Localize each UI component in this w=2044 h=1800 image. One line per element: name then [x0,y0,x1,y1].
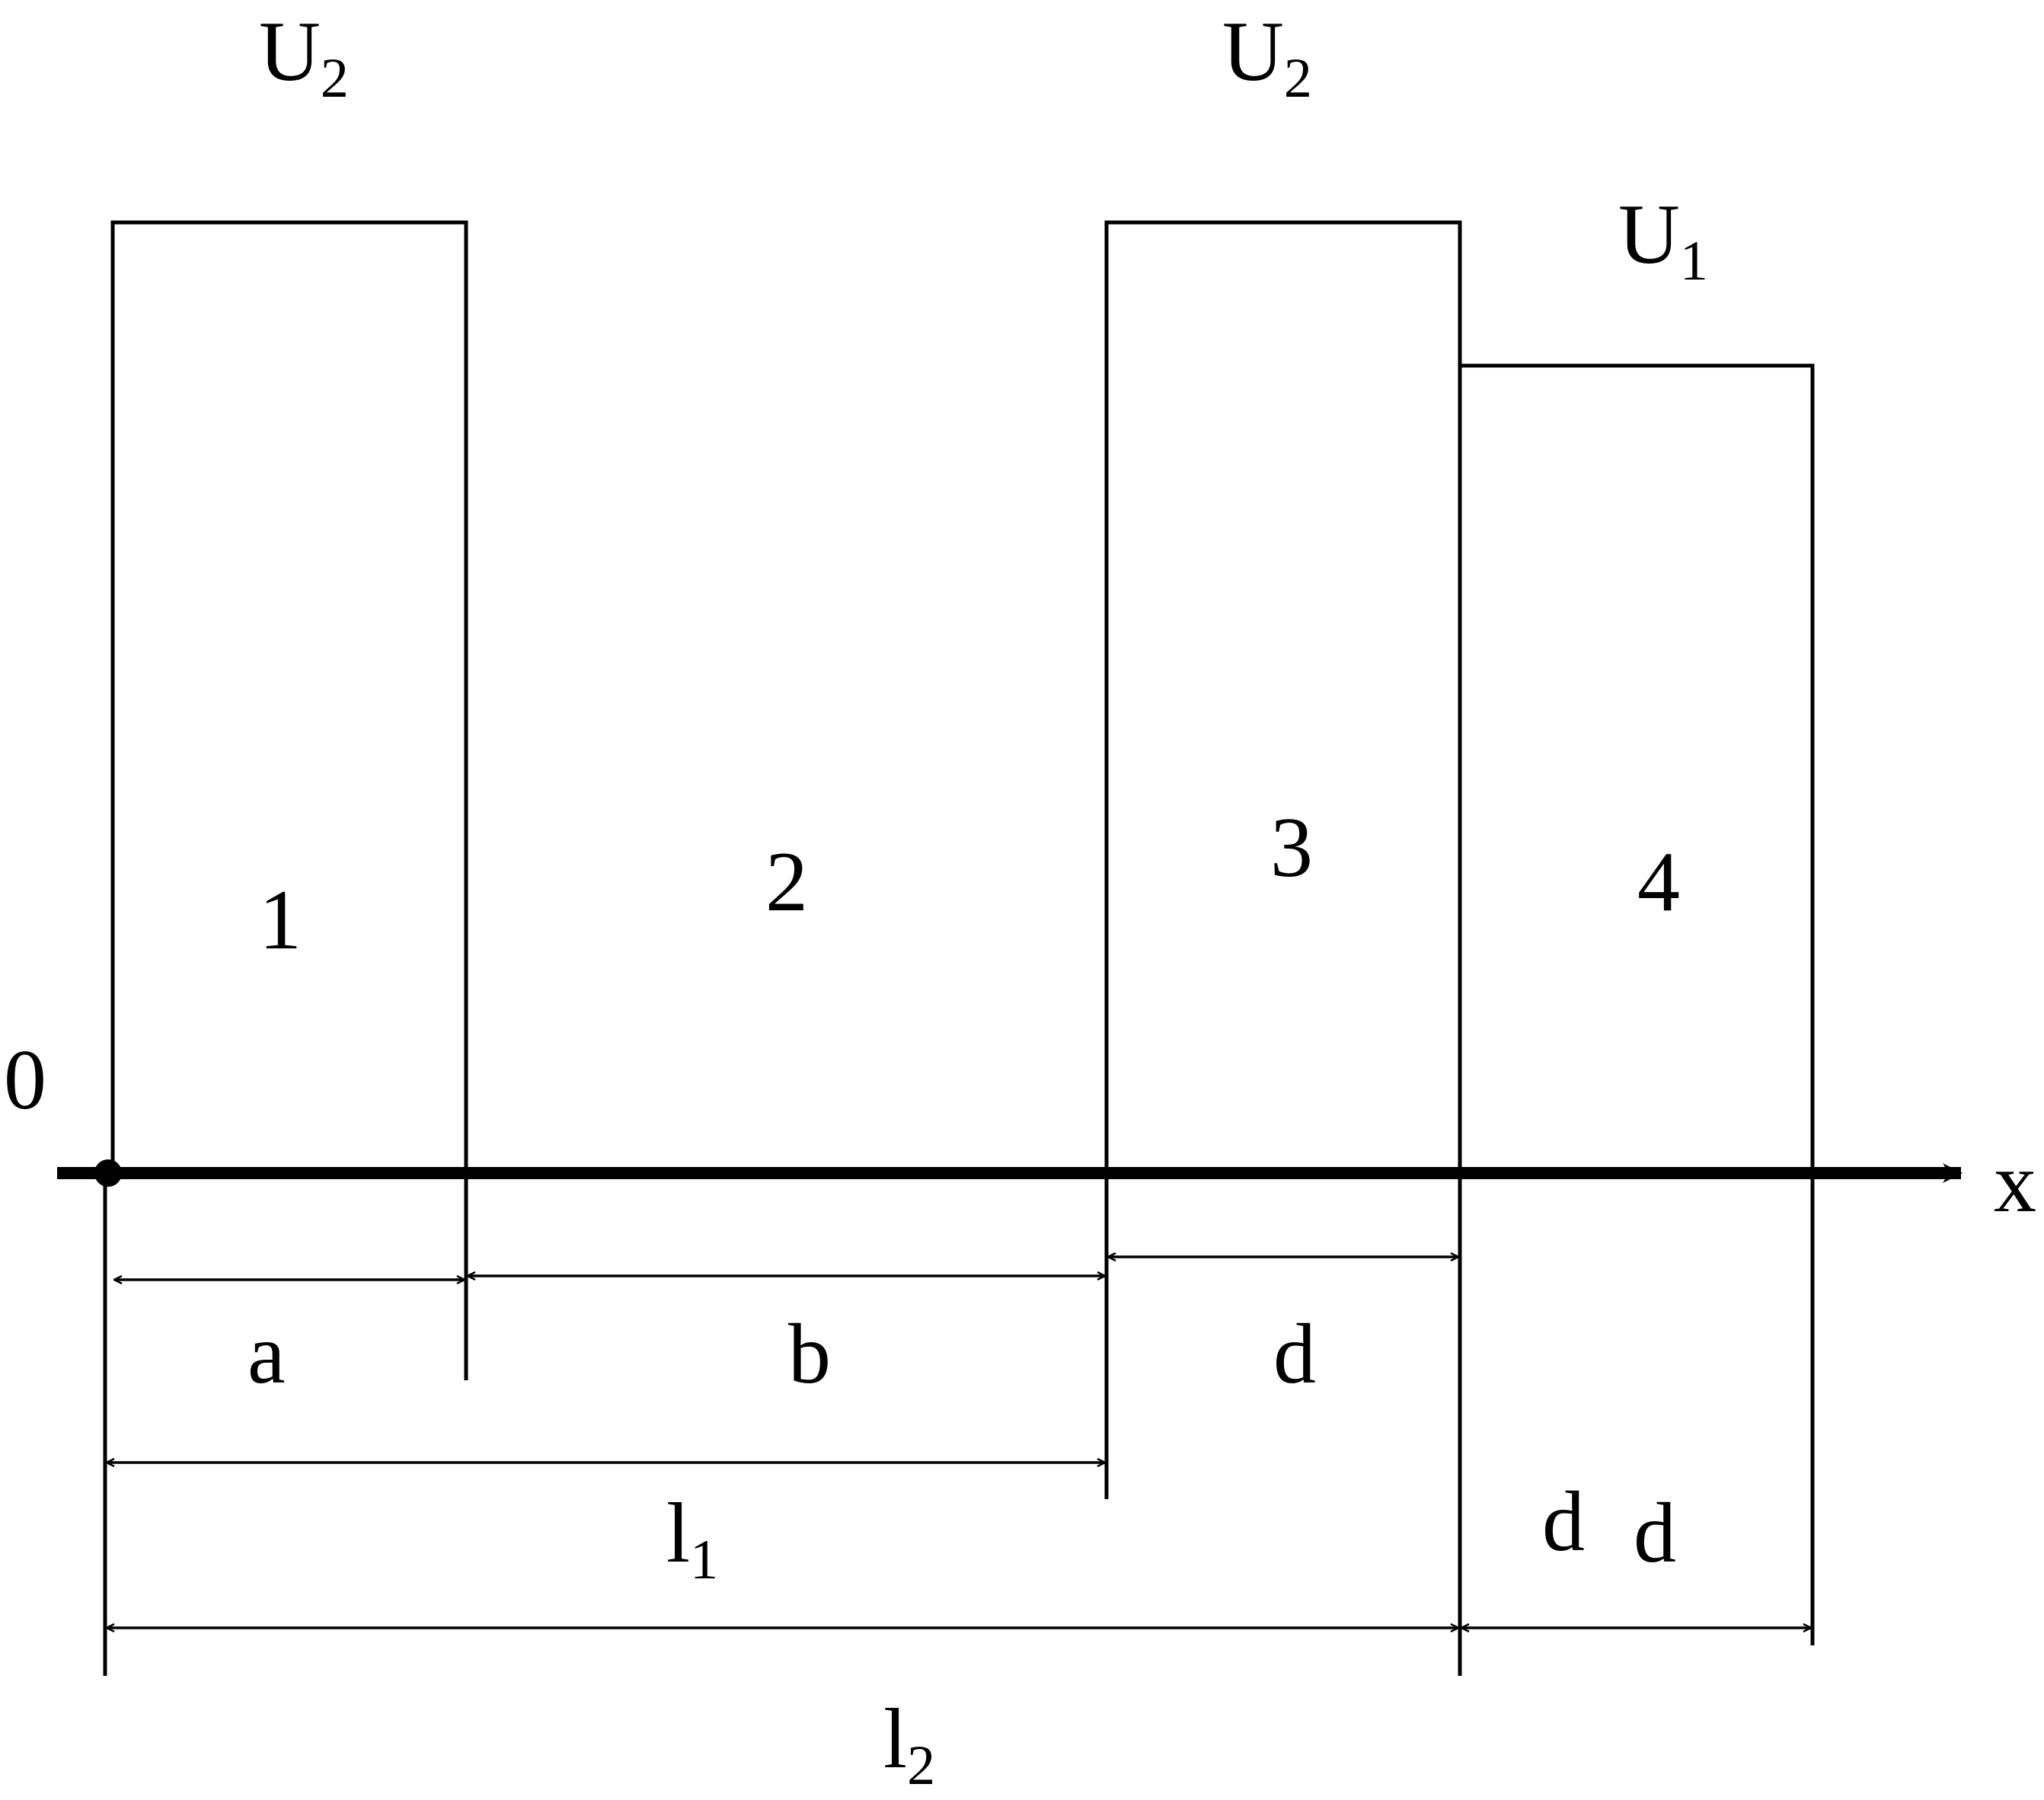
label-u1: U1 [1618,187,1708,293]
origin-dot [94,1159,122,1187]
dim-label-d-low-2: d [1634,1486,1676,1581]
region-1-label: 1 [259,873,302,967]
dim-label-l1: l1 [666,1486,718,1591]
dim-label-d-top: d [1273,1307,1316,1402]
dim-label-b: b [788,1307,831,1402]
region-4-label: 4 [1637,835,1680,929]
region-2-label: 2 [765,835,808,929]
dim-label-a: a [248,1307,286,1402]
axis-x-label: x [1994,1136,2036,1230]
label-u2-left: U2 [259,5,349,110]
dim-label-d-low: d [1542,1475,1585,1569]
dim-label-l2: l2 [883,1692,935,1797]
barrier-1-outline [110,220,468,1380]
region-3-label: 3 [1270,801,1313,895]
origin-label: 0 [4,1033,46,1127]
label-u2-right: U2 [1222,5,1312,110]
